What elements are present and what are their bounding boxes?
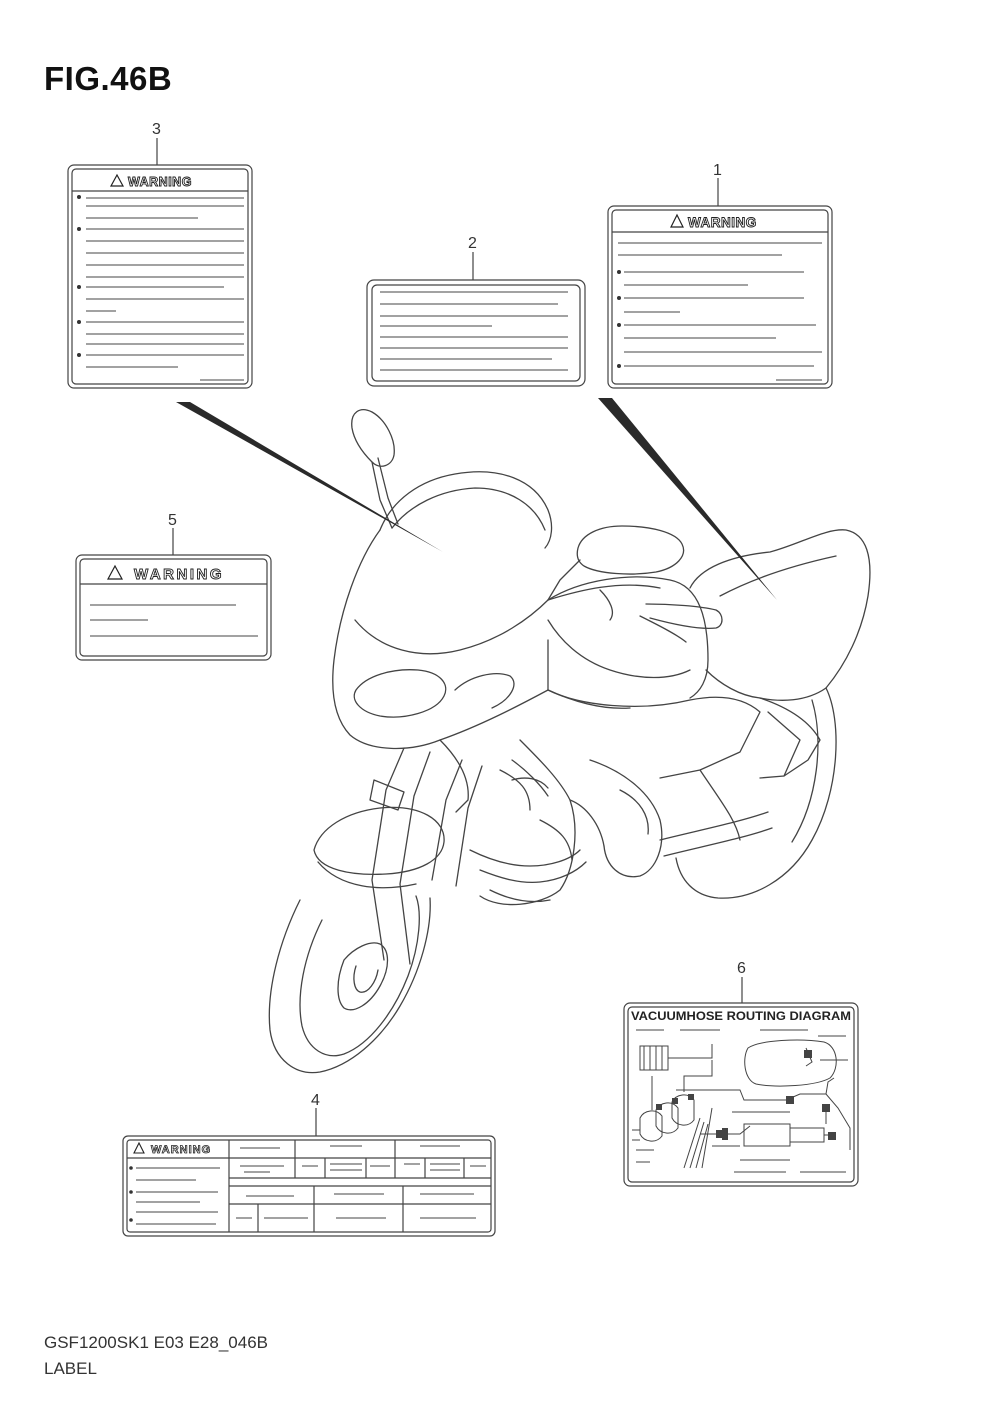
- figure-title: FIG.46B: [44, 60, 173, 97]
- label-1-header: WARNING: [670, 213, 757, 230]
- label-4: [122, 1135, 496, 1237]
- motorcycle-drawing: [268, 409, 871, 1074]
- label-3: [67, 164, 253, 389]
- label-5-header: WARNING: [106, 564, 224, 583]
- label-4-warning: WARNING: [151, 1144, 211, 1156]
- warning-triangle-icon: [670, 213, 684, 228]
- label-6-title: VACUUMHOSE ROUTING DIAGRAM: [631, 1011, 851, 1023]
- callout-5: 5: [168, 512, 177, 529]
- label-6: [623, 1002, 859, 1187]
- label-5-warning: WARNING: [134, 566, 224, 583]
- label-3-warning: WARNING: [128, 175, 192, 189]
- warning-triangle-icon: [106, 564, 124, 580]
- label-3-header: WARNING: [109, 173, 192, 189]
- label-pointers: [176, 398, 777, 600]
- callout-4: 4: [311, 1092, 320, 1109]
- label-6-fittings: [656, 1050, 836, 1140]
- callout-3: 3: [152, 121, 161, 138]
- figure-label: LABEL: [44, 1359, 97, 1378]
- callout-2: 2: [468, 235, 477, 252]
- label-4-bullets: [129, 1166, 133, 1222]
- label-1-bullets: [617, 270, 621, 368]
- callout-1: 1: [713, 162, 722, 179]
- pointer-label-3: [176, 402, 443, 552]
- warning-triangle-icon: [133, 1141, 145, 1154]
- label-2: [366, 279, 586, 387]
- label-5: [75, 554, 272, 661]
- pointer-label-1: [598, 398, 777, 600]
- label-1-warning: WARNING: [688, 215, 757, 230]
- figure-code: GSF1200SK1 E03 E28_046B: [44, 1333, 268, 1352]
- label-3-bullets: [77, 195, 81, 357]
- callout-6: 6: [737, 960, 746, 977]
- warning-triangle-icon: [109, 173, 125, 187]
- label-1: [607, 205, 833, 389]
- label-4-header: WARNING: [133, 1141, 211, 1156]
